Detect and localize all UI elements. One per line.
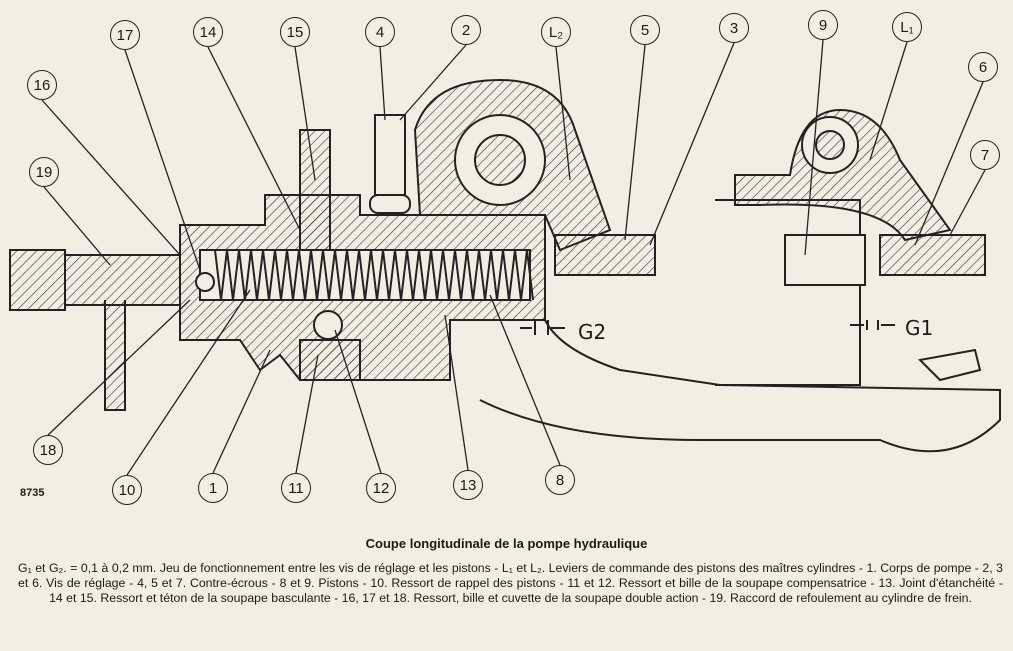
figure-number: 8735 bbox=[20, 487, 45, 499]
callout-7: 7 bbox=[970, 140, 1000, 170]
callout-l1: L₁ bbox=[892, 12, 922, 42]
callout-12: 12 bbox=[366, 473, 396, 503]
tilting-valve-stem bbox=[299, 129, 331, 251]
adjusting-screw-6 bbox=[879, 234, 986, 276]
callout-3: 3 bbox=[719, 13, 749, 43]
return-spring bbox=[214, 249, 534, 301]
gap-label-g1: G1 bbox=[905, 316, 934, 340]
callout-5: 5 bbox=[630, 15, 660, 45]
callout-11: 11 bbox=[281, 473, 311, 503]
callout-1: 1 bbox=[198, 473, 228, 503]
callout-9: 9 bbox=[808, 10, 838, 40]
callout-15: 15 bbox=[280, 17, 310, 47]
piston-9 bbox=[715, 199, 861, 386]
callout-8: 8 bbox=[545, 465, 575, 495]
valve-ball bbox=[195, 272, 215, 292]
lever-l1 bbox=[734, 108, 952, 242]
callout-10: 10 bbox=[112, 475, 142, 505]
outlet-fitting bbox=[9, 249, 66, 311]
callout-14: 14 bbox=[193, 17, 223, 47]
adjusting-screw-4 bbox=[374, 114, 406, 196]
callout-6: 6 bbox=[968, 52, 998, 82]
outlet-pipe bbox=[104, 300, 126, 411]
callout-13: 13 bbox=[453, 470, 483, 500]
pump-cross-section-drawing bbox=[9, 39, 1001, 476]
callout-l2: L₂ bbox=[541, 17, 571, 47]
callout-2: 2 bbox=[451, 15, 481, 45]
callout-17: 17 bbox=[110, 20, 140, 50]
callout-18: 18 bbox=[33, 435, 63, 465]
gap-label-g2: G2 bbox=[578, 320, 607, 344]
figure-title: Coupe longitudinale de la pompe hydrauli… bbox=[365, 536, 648, 551]
callout-4: 4 bbox=[365, 17, 395, 47]
callout-16: 16 bbox=[27, 70, 57, 100]
figure-caption: G₁ et G₂. = 0,1 à 0,2 mm. Jeu de fonctio… bbox=[18, 561, 1003, 605]
compensating-ball bbox=[313, 310, 343, 340]
callout-19: 19 bbox=[29, 157, 59, 187]
adjusting-screw-3 bbox=[554, 234, 656, 276]
